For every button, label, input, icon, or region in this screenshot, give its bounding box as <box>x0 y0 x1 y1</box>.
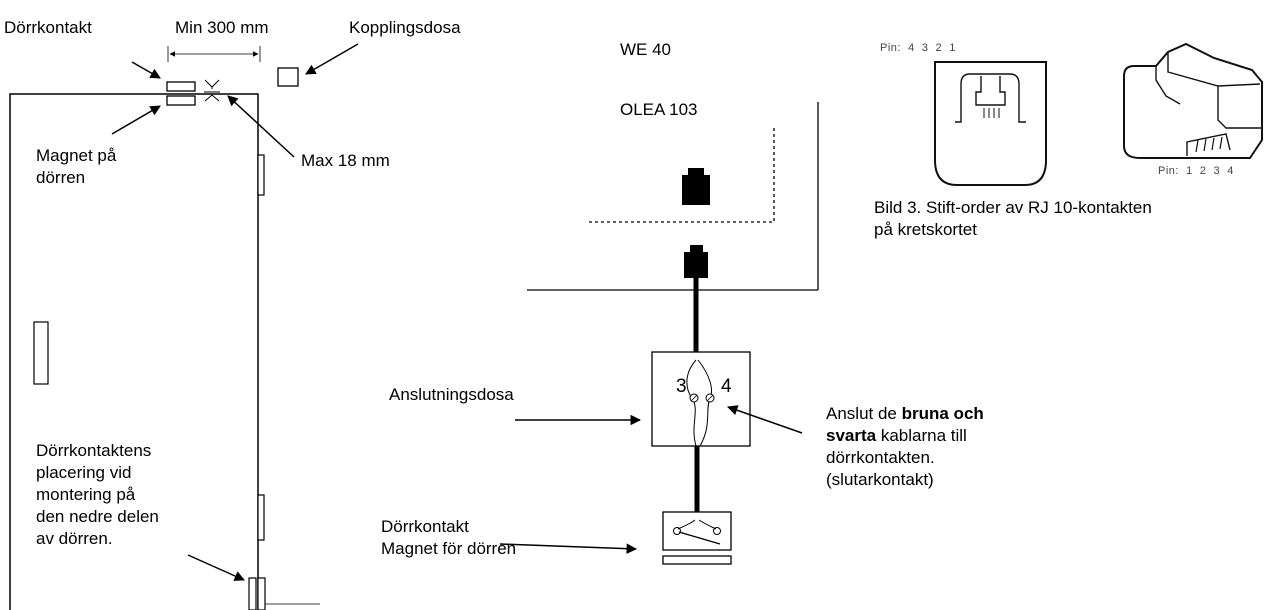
label-door-contact-top: Dörrkontakt <box>4 18 92 37</box>
arrow-magnet <box>111 105 161 135</box>
label-model-olea103: OLEA 103 <box>620 100 698 119</box>
lower-note-line-5: av dörren. <box>36 529 113 548</box>
connection-box <box>651 351 751 447</box>
rj10-jack-front-view <box>934 61 1047 186</box>
rj-jack-on-board <box>682 168 710 205</box>
label-switch-door-contact: Dörrkontakt <box>381 517 469 536</box>
circuit-board-outline <box>589 126 775 223</box>
arrow-junction-box <box>305 43 359 75</box>
switch-contact-right <box>713 527 721 535</box>
door-contact-bottom-b <box>257 577 266 610</box>
lower-note-line-2: placering vid <box>36 463 132 482</box>
arrow-door-contact <box>131 61 161 79</box>
terminal-screw-4-slot <box>706 394 714 402</box>
junction-box-square <box>277 67 299 87</box>
switch-lever <box>678 531 721 545</box>
caption-line-1: Bild 3. Stift-order av RJ 10-kontakten <box>874 198 1152 217</box>
instruction-line-1: Anslut de bruna och <box>826 404 984 423</box>
max-18-gap-symbol <box>204 79 220 102</box>
pin-order-top: Pin: 4 3 2 1 <box>880 42 956 54</box>
rj10-jack-perspective-view <box>1123 42 1263 159</box>
lower-note-line-4: den nedre delen <box>36 507 159 526</box>
door-hinge-bottom <box>257 494 265 541</box>
label-magnet-line1: Magnet på <box>36 146 117 165</box>
terminal-label-3: 3 <box>676 376 687 397</box>
lower-note-line-1: Dörrkontaktens <box>36 441 152 460</box>
label-model-we40: WE 40 <box>620 40 672 59</box>
arrow-switch <box>499 543 638 554</box>
terminal-label-4: 4 <box>721 376 732 397</box>
switch-magnet <box>662 555 732 565</box>
instruction-line-4: (slutarkontakt) <box>826 470 934 489</box>
switch-wire-right <box>698 519 717 530</box>
instruction-line-2: svarta kablarna till <box>826 426 967 445</box>
door-contact-bottom-a <box>248 577 257 610</box>
door-hinge-top <box>257 154 265 196</box>
label-max-gap: Max 18 mm <box>301 151 390 170</box>
rj-plug <box>684 245 708 278</box>
terminal-screw-3-slot <box>690 394 698 402</box>
lower-note-line-3: montering på <box>36 485 136 504</box>
door-handle <box>33 321 49 385</box>
caption-line-2: på kretskortet <box>874 220 977 239</box>
magnet-on-door <box>166 95 196 106</box>
pin-order-bottom: Pin: 1 2 3 4 <box>1158 165 1234 177</box>
label-junction-box: Kopplingsdosa <box>349 18 461 37</box>
switch-contact-left <box>673 527 681 535</box>
door-outline <box>9 93 259 610</box>
instruction-line-3: dörrkontakten. <box>826 448 935 467</box>
arrow-lower-placement <box>187 554 245 581</box>
arrow-instruction <box>727 405 803 434</box>
label-switch-magnet: Magnet för dörren <box>381 539 517 558</box>
arrow-max-gap <box>227 95 295 158</box>
door-contact-top <box>166 81 196 92</box>
label-magnet-line2: dörren <box>36 168 86 187</box>
switch-wire-left <box>677 519 696 530</box>
label-connection-box: Anslutningsdosa <box>389 385 514 404</box>
label-min-distance: Min 300 mm <box>175 18 269 37</box>
